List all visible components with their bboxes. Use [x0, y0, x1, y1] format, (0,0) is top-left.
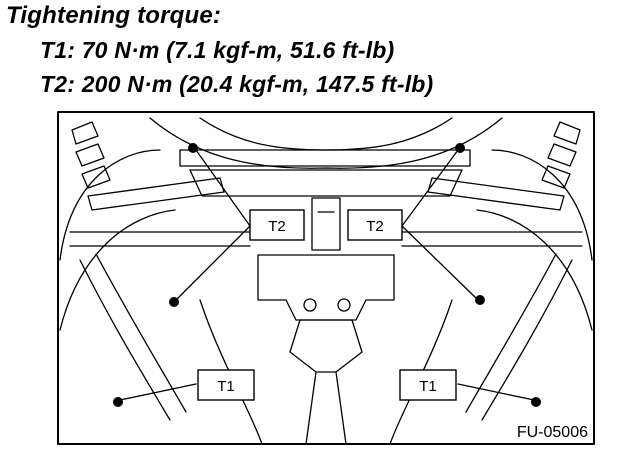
figure-code-backdrop	[500, 420, 592, 442]
right-lower-arm	[465, 253, 573, 421]
callout-label-t2-left: T2	[268, 218, 286, 235]
bolt-t2-lower-right	[475, 295, 485, 305]
torque-spec-t2: T2: 200 N·m (20.4 kgf-m, 147.5 ft-lb)	[40, 71, 434, 97]
right-wheel-arc	[476, 149, 593, 331]
crossmember-upper	[179, 149, 471, 167]
diff-bolt-left	[303, 298, 317, 312]
right-upper-arm	[427, 177, 565, 211]
upper-body-curve-2	[199, 117, 453, 151]
callout-box-t1-left	[197, 369, 255, 401]
center-bracket	[311, 197, 341, 251]
right-spring	[541, 121, 581, 189]
left-lateral-link	[69, 231, 251, 247]
callout-label-t1-right: T1	[419, 378, 437, 395]
left-lower-arm	[79, 253, 187, 421]
left-wheel-arc	[59, 149, 176, 331]
bolt-t2-lower-left	[169, 297, 179, 307]
callout-box-t2-left	[249, 209, 305, 241]
callout-label-t1-left: T1	[217, 378, 235, 395]
callout-box-t1-right	[399, 369, 457, 401]
upper-body-curve	[149, 117, 503, 169]
left-upper-arm	[87, 177, 225, 211]
differential-body	[289, 319, 363, 373]
leader-t2-left	[175, 149, 251, 301]
callout-label-t2-right: T2	[366, 218, 384, 235]
left-spring	[71, 121, 111, 189]
bolt-t1-right	[531, 397, 541, 407]
page-title: Tightening torque:	[6, 2, 222, 29]
callout-box-t2-right	[347, 209, 403, 241]
figure-frame	[57, 111, 595, 445]
leader-t1-right	[457, 383, 535, 401]
differential-mount	[257, 254, 395, 321]
leader-t2-right	[401, 149, 479, 301]
bolt-t2-upper-left	[188, 143, 198, 153]
bolt-t1-left	[113, 397, 123, 407]
bolt-t2-upper-right	[455, 143, 465, 153]
figure-code: FU-05006	[517, 424, 588, 441]
right-lateral-link	[401, 231, 583, 247]
diff-bolt-right	[337, 298, 351, 312]
crossmember-brace	[189, 169, 463, 197]
leader-t1-left	[119, 383, 197, 401]
torque-spec-t1: T1: 70 N·m (7.1 kgf-m, 51.6 ft-lb)	[40, 37, 395, 63]
drive-shaft	[305, 371, 347, 445]
